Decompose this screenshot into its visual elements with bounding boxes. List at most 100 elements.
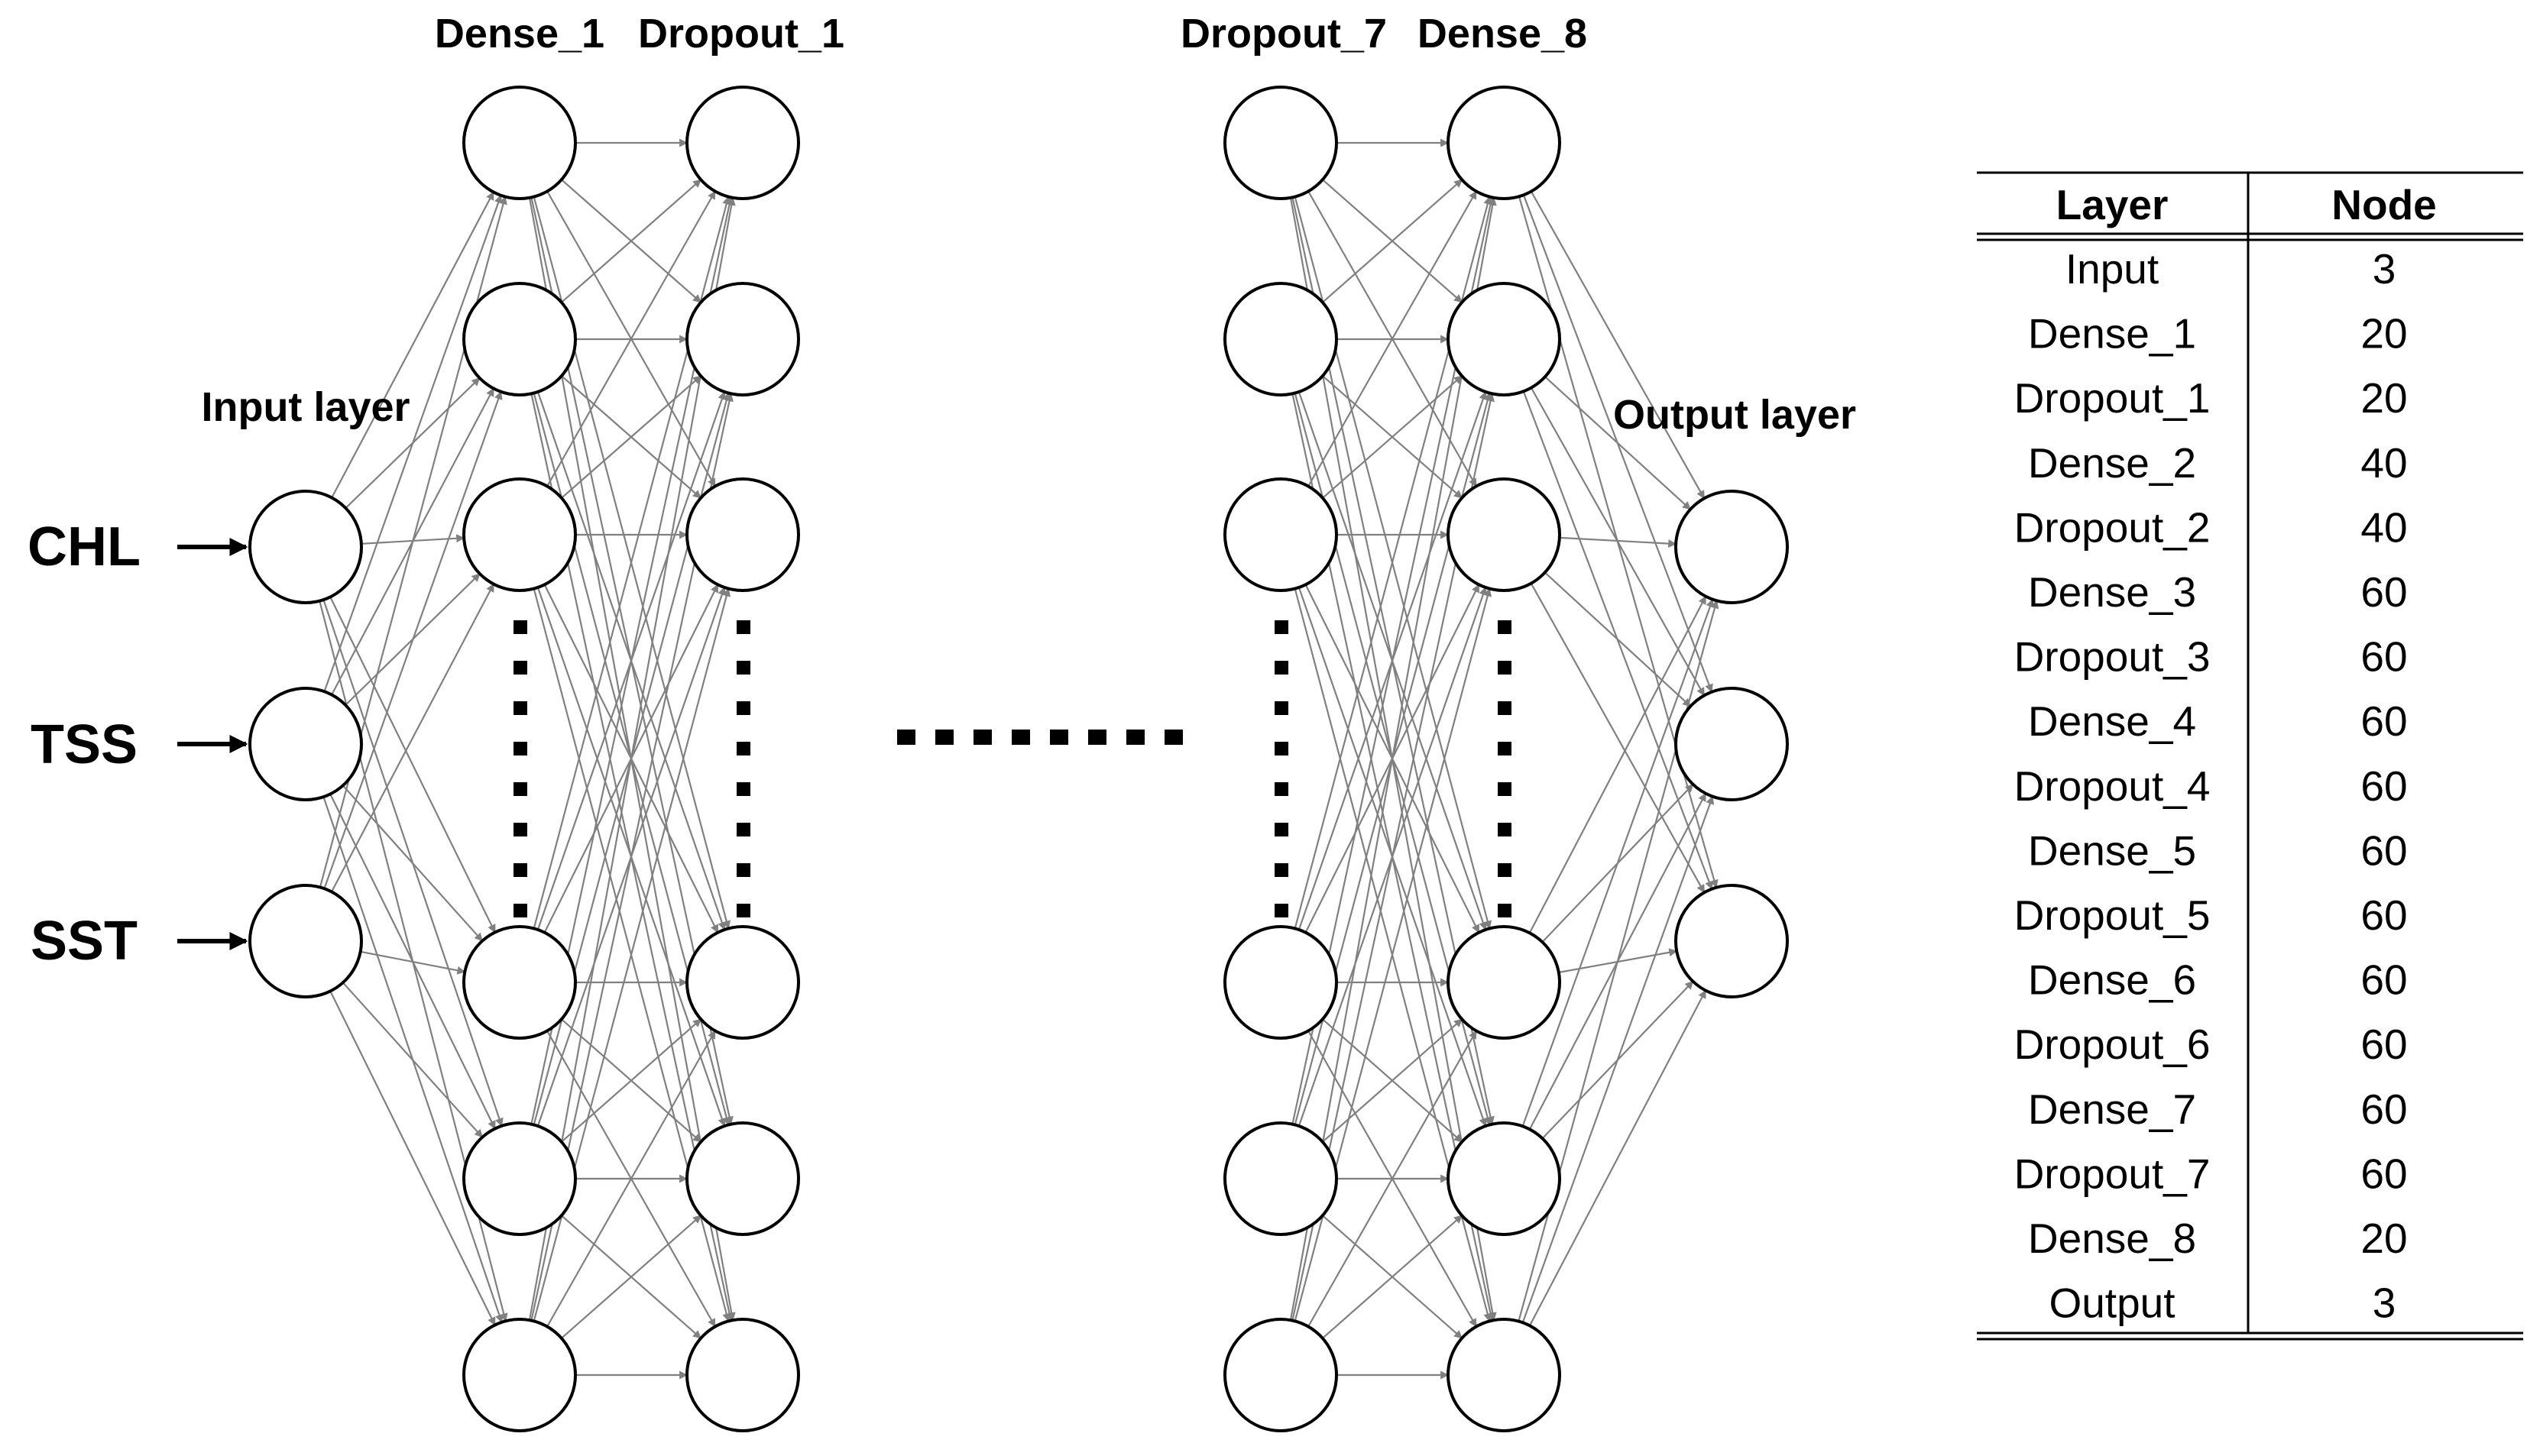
- connection-dense1-dropout1: [561, 179, 702, 303]
- vertical-ellipsis-dot: [737, 742, 750, 756]
- table-cell-node: 60: [2360, 1150, 2407, 1197]
- dense-1-node: [462, 86, 577, 200]
- vertical-ellipsis-dot: [737, 823, 750, 836]
- horizontal-ellipsis-dot: [974, 730, 992, 745]
- connection-dropout7-dense8: [1307, 1030, 1477, 1328]
- table-header-node: Node: [2331, 181, 2437, 228]
- table-cell-node: 3: [2373, 245, 2396, 293]
- dropout-1-node: [685, 1318, 800, 1432]
- connection-dense1-dropout1: [546, 190, 716, 487]
- connection-input-dense1: [329, 991, 496, 1326]
- table-cell-node: 40: [2360, 503, 2407, 551]
- vertical-ellipsis-dot: [1275, 661, 1288, 675]
- dense-8-node: [1447, 282, 1561, 396]
- table-cell-node: 20: [2360, 374, 2407, 422]
- table-cell-node: 60: [2360, 827, 2407, 874]
- input-node: [248, 687, 363, 801]
- table-cell-layer: Dense_8: [2028, 1215, 2196, 1262]
- dense-8-node: [1447, 1121, 1561, 1236]
- vertical-ellipsis-dot: [1275, 782, 1288, 796]
- connection-dense1-dropout1: [561, 375, 701, 499]
- horizontal-ellipsis-dot: [1088, 730, 1106, 745]
- table-cell-layer: Dropout_1: [2014, 374, 2211, 422]
- table-cell-layer: Output: [2049, 1280, 2175, 1327]
- connection-dense1-dropout1: [546, 1030, 716, 1328]
- table-cell-layer: Dense_4: [2028, 697, 2196, 745]
- dropout-1-node: [685, 282, 800, 396]
- connection-dense8-output: [1528, 989, 1707, 1326]
- table-cell-node: 60: [2360, 568, 2407, 616]
- table-cell-layer: Dense_1: [2028, 310, 2196, 358]
- table-cell-layer: Dense_2: [2028, 439, 2196, 487]
- vertical-ellipsis-dot: [1275, 742, 1288, 756]
- connection-dropout7-dense8: [1307, 190, 1477, 487]
- table-cell-layer: Input: [2065, 245, 2159, 293]
- dense-1-node: [462, 925, 577, 1040]
- connection-input-dense1: [329, 597, 496, 933]
- table-cell-layer: Dense_6: [2028, 956, 2196, 1004]
- dropout-1-node: [685, 1121, 800, 1236]
- connection-dense8-output: [1521, 795, 1715, 1323]
- vertical-ellipsis-dot: [1275, 863, 1288, 877]
- table-cell-node: 60: [2360, 1021, 2407, 1068]
- connection-dense8-output: [1521, 598, 1715, 1127]
- connection-dense8-output: [1544, 376, 1691, 510]
- vertical-ellipsis-dot: [514, 701, 527, 715]
- table-cell-layer: Dropout_6: [2014, 1021, 2211, 1068]
- table-cell-node: 20: [2360, 1215, 2407, 1262]
- output-node: [1674, 884, 1789, 998]
- dropout-7-node: [1223, 1318, 1338, 1432]
- ellipsis-dots: [514, 620, 1511, 917]
- vertical-ellipsis-dot: [514, 742, 527, 756]
- horizontal-ellipsis-dot: [1050, 730, 1068, 745]
- table-cell-layer: Dense_5: [2028, 827, 2196, 874]
- table-cell-layer: Dropout_7: [2014, 1150, 2211, 1197]
- table-cell-node: 60: [2360, 633, 2407, 681]
- connection-dense8-output: [1528, 595, 1707, 933]
- label-dense-8: Dense_8: [1417, 11, 1587, 57]
- connection-dense1-dropout1: [561, 1215, 702, 1339]
- dense-1-node: [462, 282, 577, 396]
- connection-dense1-dropout1: [528, 196, 736, 1321]
- vertical-ellipsis-dot: [514, 904, 527, 917]
- vertical-ellipsis-dot: [1275, 904, 1288, 917]
- vertical-ellipsis-dot: [737, 620, 750, 634]
- input-node: [248, 490, 363, 604]
- connection-dropout7-dense8: [1322, 1215, 1463, 1339]
- connection-dense8-output: [1544, 571, 1692, 707]
- table-cell-node: 60: [2360, 762, 2407, 810]
- dense-8-node: [1447, 477, 1561, 592]
- table-header-layer: Layer: [2056, 181, 2169, 228]
- vertical-ellipsis-dot: [1498, 823, 1511, 836]
- table-cell-layer: Dense_7: [2028, 1086, 2196, 1133]
- vertical-ellipsis-dot: [737, 661, 750, 675]
- connection-input-dense1: [342, 982, 484, 1138]
- dropout-1-node: [685, 477, 800, 592]
- table-cell-node: 60: [2360, 956, 2407, 1004]
- vertical-ellipsis-dot: [1498, 620, 1511, 634]
- connection-dropout7-dense8: [1322, 179, 1463, 303]
- connection-input-dense1: [342, 785, 484, 942]
- table-cell-node: 60: [2360, 697, 2407, 745]
- connection-input-dense1: [323, 194, 503, 692]
- dense-1-node: [462, 477, 577, 592]
- connection-input-dense1: [331, 583, 494, 892]
- input-label-chl: CHL: [28, 516, 141, 578]
- vertical-ellipsis-dot: [1275, 620, 1288, 634]
- table-cell-layer: Dropout_2: [2014, 503, 2211, 551]
- dropout-1-node: [685, 86, 800, 200]
- connection-dense1-dropout1: [561, 1018, 702, 1143]
- dropout-7-node: [1223, 925, 1338, 1040]
- label-dropout-1: Dropout_1: [638, 11, 844, 57]
- vertical-ellipsis-dot: [1498, 701, 1511, 715]
- table-cell-node: 40: [2360, 439, 2407, 487]
- output-node: [1674, 687, 1789, 801]
- vertical-ellipsis-dot: [737, 863, 750, 877]
- label-input-layer: Input layer: [201, 384, 410, 430]
- horizontal-ellipsis-dot: [897, 730, 915, 745]
- connection-dropout7-dense8: [1322, 1018, 1463, 1143]
- connection-input-dense1: [331, 191, 494, 499]
- dense-1-node: [462, 1318, 577, 1432]
